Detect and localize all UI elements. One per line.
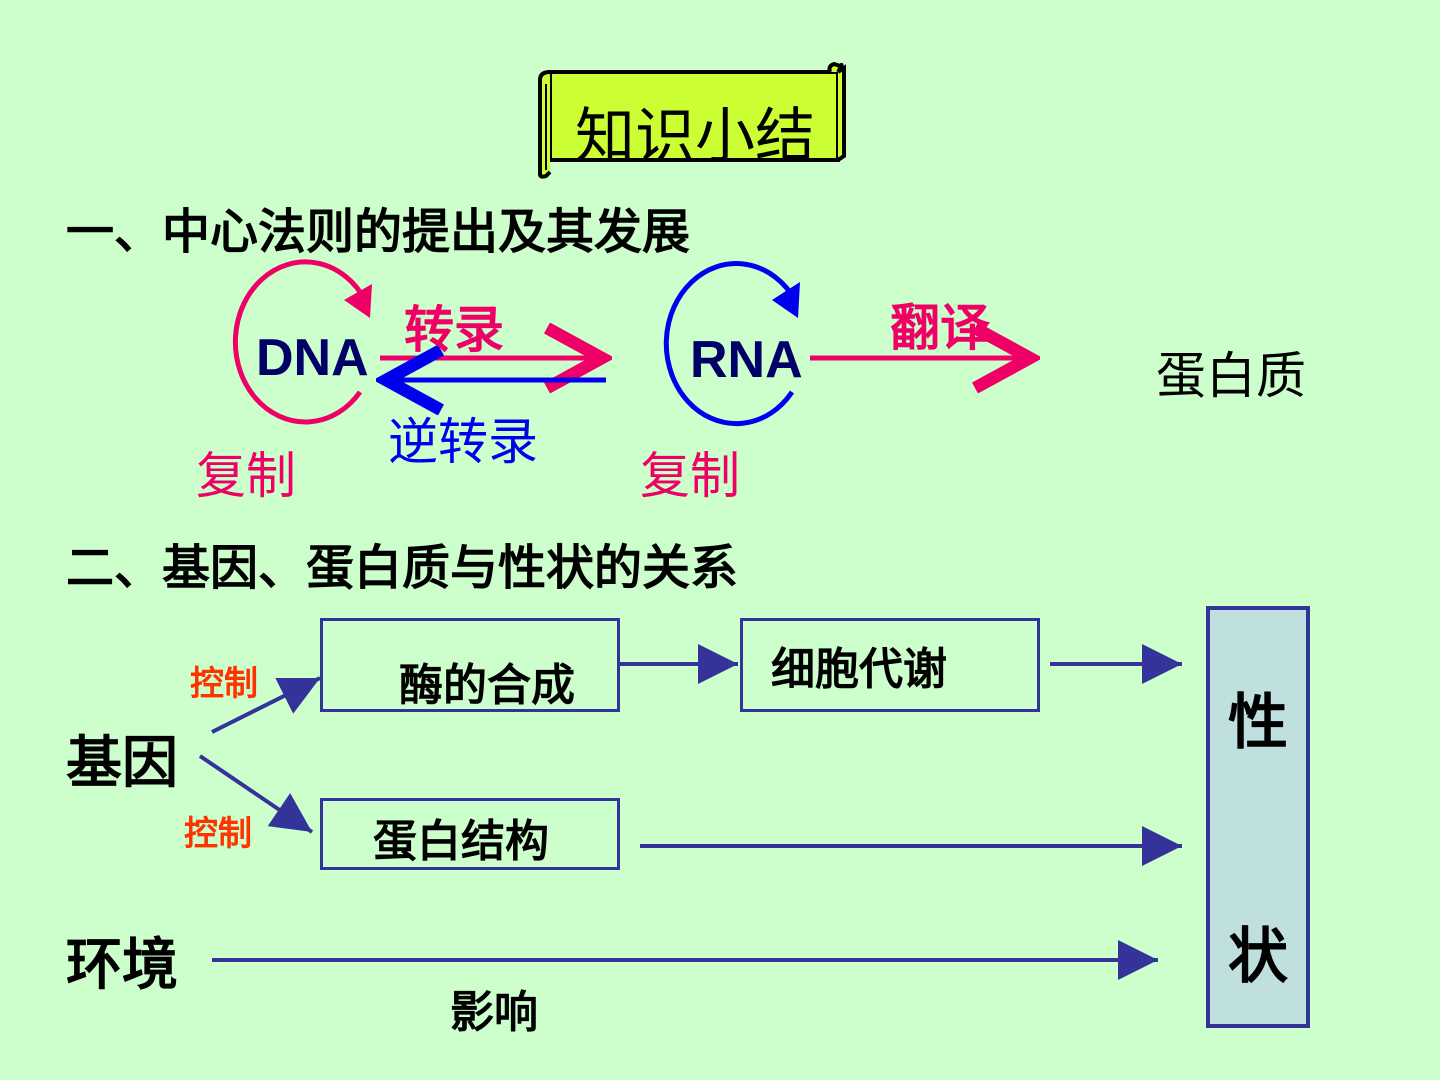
- dna-label: DNA: [256, 329, 369, 387]
- environment-label: 环境: [66, 933, 178, 998]
- rna-replication-loop: [663, 261, 798, 427]
- section1-heading: 一、中心法则的提出及其发展: [66, 204, 691, 260]
- transcription-label: 转录: [404, 301, 504, 359]
- cell-metabolism-label: 细胞代谢: [771, 644, 947, 695]
- rna-replication-label: 复制: [640, 447, 740, 505]
- reverse-transcription-label: 逆转录: [388, 413, 538, 471]
- translation-label: 翻译: [890, 299, 990, 357]
- dna-replication-arrowhead: [344, 284, 372, 318]
- enzyme-synthesis-label: 酶的合成: [399, 660, 575, 711]
- trait-box: 性 状: [1206, 606, 1310, 1028]
- rna-replication-arrowhead: [772, 282, 800, 318]
- enzyme-synthesis-box: 酶的合成: [320, 618, 620, 712]
- rna-label: RNA: [690, 331, 803, 389]
- title-scroll-frame: [538, 62, 846, 179]
- protein-structure-label: 蛋白结构: [373, 816, 549, 867]
- section2-heading: 二、基因、蛋白质与性状的关系: [66, 540, 739, 596]
- gene-label: 基因: [66, 731, 178, 796]
- control-label-lower: 控制: [184, 814, 252, 854]
- protein-label: 蛋白质: [1156, 347, 1306, 405]
- influence-label: 影响: [450, 987, 538, 1038]
- gene-to-enzyme-arrow: [211, 676, 321, 734]
- page-title: 知识小结: [575, 102, 815, 172]
- protein-structure-box: 蛋白结构: [320, 798, 620, 870]
- dna-replication-loop: [232, 259, 368, 425]
- cell-metabolism-box: 细胞代谢: [740, 618, 1040, 712]
- dna-replication-label: 复制: [196, 447, 296, 505]
- gene-to-protein-structure-arrow: [198, 754, 314, 834]
- trait-char-1: 性: [1228, 688, 1288, 758]
- control-label-upper: 控制: [190, 664, 258, 704]
- trait-char-2: 状: [1228, 922, 1288, 992]
